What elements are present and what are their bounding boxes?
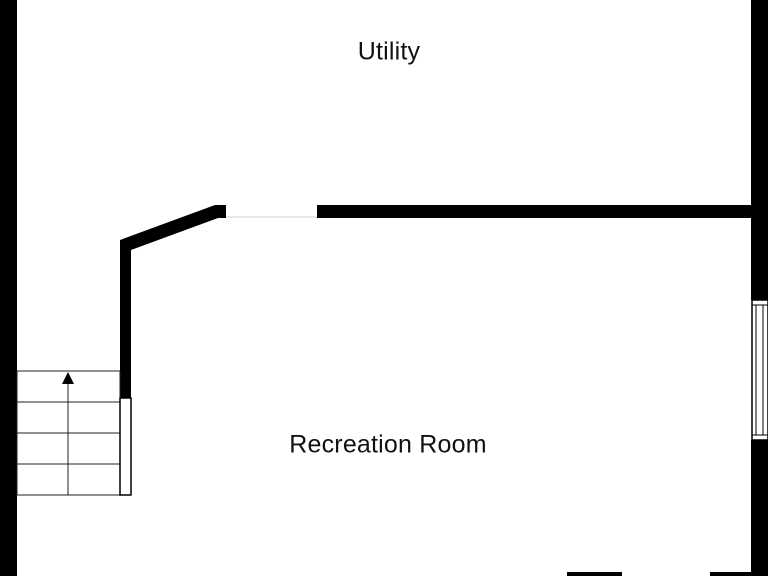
bottom-wall-fragment-right xyxy=(710,572,752,576)
room-label-utility: Utility xyxy=(357,37,421,66)
staircase xyxy=(16,370,132,496)
left-exterior-wall xyxy=(0,0,17,576)
arrow-up-icon xyxy=(62,372,74,384)
bottom-wall-fragment-left xyxy=(567,572,622,576)
right-exterior-wall-lower xyxy=(751,440,768,576)
right-exterior-wall-upper xyxy=(751,0,768,300)
interior-wall-horizontal xyxy=(317,205,752,218)
room-label-recreation-room: Recreation Room xyxy=(289,430,487,459)
interior-wall-diagonal xyxy=(120,205,226,398)
window xyxy=(751,299,768,441)
